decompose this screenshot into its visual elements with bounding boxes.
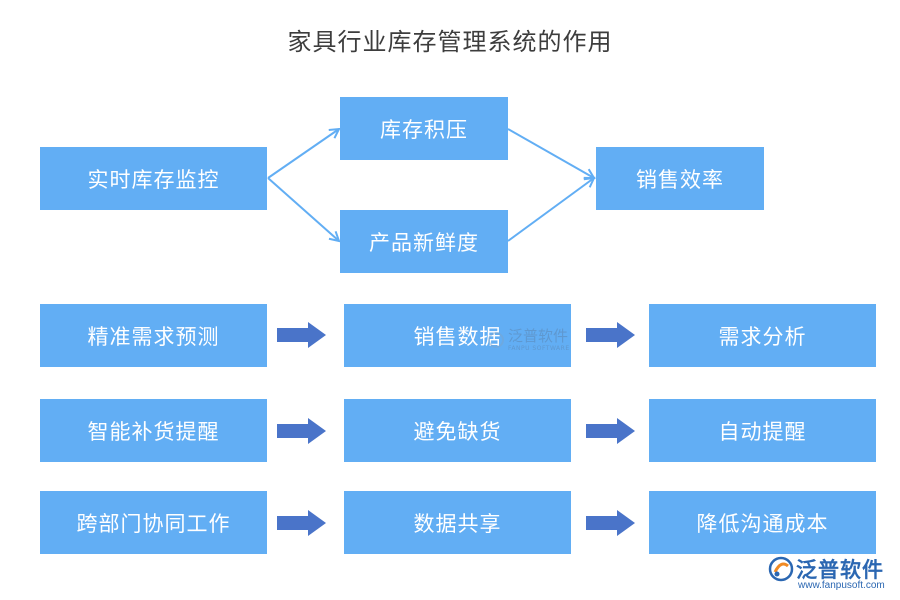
box-data-sharing: 数据共享 [344,491,571,554]
arrow-overstock-to-efficiency [507,128,594,178]
arrow-monitor-to-overstock [267,129,339,179]
brand-logo: 泛普软件 www.fanpusoft.com [768,554,893,596]
arrow-freshness-to-efficiency [507,178,594,242]
diagram-title: 家具行业库存管理系统的作用 [287,28,613,56]
brand-name: 泛普软件 [796,558,884,582]
arrow-monitor-to-freshness [267,177,339,241]
block-arrow-row3-a [277,510,326,536]
brand-url: www.fanpusoft.com [798,580,885,591]
block-arrow-row2-b [586,418,635,444]
box-reduce-communication-cost: 降低沟通成本 [649,491,876,554]
box-sales-efficiency: 销售效率 [596,147,764,210]
block-arrow-row1-a [277,322,326,348]
brand-logo-icon [768,556,794,582]
watermark-logo-icon [488,332,504,348]
box-auto-reminder: 自动提醒 [649,399,876,462]
block-arrow-row3-b [586,510,635,536]
box-inventory-overstock: 库存积压 [340,97,508,160]
watermark-name: 泛普软件 [508,326,569,345]
box-smart-replenishment: 智能补货提醒 [40,399,267,462]
box-cross-department: 跨部门协同工作 [40,491,267,554]
watermark-sub: FANPU SOFTWARE [508,344,570,352]
box-realtime-monitoring: 实时库存监控 [40,147,267,210]
box-sales-data: 销售数据 [344,304,571,367]
watermark: 泛普软件 FANPU SOFTWARE [488,320,578,360]
box-demand-analysis: 需求分析 [649,304,876,367]
block-arrow-row2-a [277,418,326,444]
box-product-freshness: 产品新鲜度 [340,210,508,273]
block-arrow-row1-b [586,322,635,348]
box-demand-forecast: 精准需求预测 [40,304,267,367]
box-avoid-stockout: 避免缺货 [344,399,571,462]
